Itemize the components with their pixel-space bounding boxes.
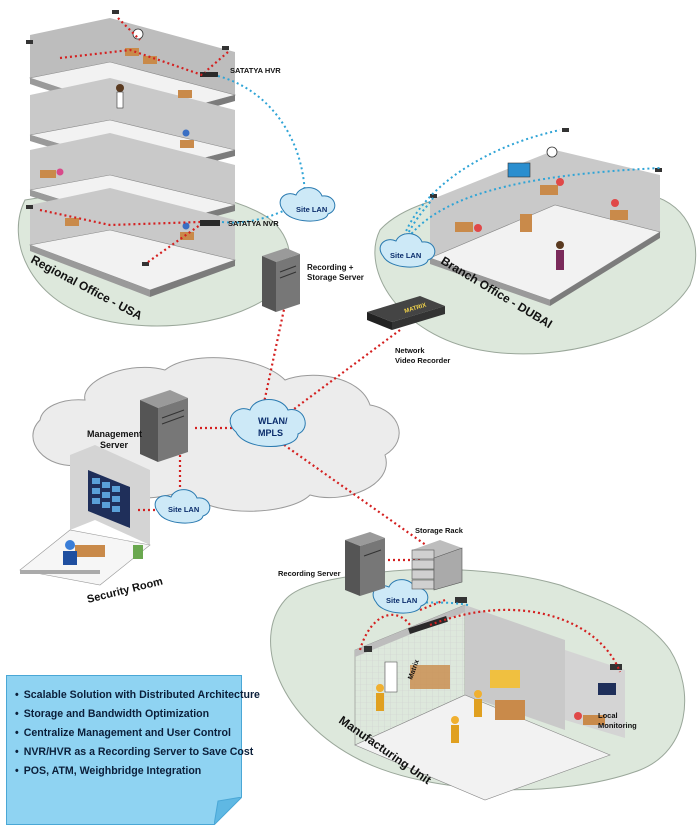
wlan-label: WLAN/: [258, 416, 288, 426]
recording-storage-server-label-line1: Recording +: [307, 263, 354, 272]
usa-cameras: [26, 10, 229, 266]
cloud-site-lan-security: [154, 489, 211, 524]
usa-building: [28, 18, 237, 297]
storage-rack-label: Storage Rack: [415, 526, 464, 535]
recording-server-icon: [345, 532, 385, 596]
feature-item: Scalable Solution with Distributed Archi…: [15, 686, 260, 705]
management-server-icon: [140, 390, 188, 462]
features-note: Scalable Solution with Distributed Archi…: [6, 675, 260, 825]
management-server-label-line1: Management: [87, 429, 142, 439]
management-server-label-line2: Server: [100, 440, 129, 450]
local-monitoring-label-line2: Monitoring: [598, 721, 637, 730]
site-lan-usa-label: Site LAN: [296, 205, 327, 214]
site-lan-dubai-label: Site LAN: [390, 251, 421, 260]
nvr-label-line1: Network: [395, 346, 425, 355]
site-lan-factory-label: Site LAN: [386, 596, 417, 605]
cloud-wlan-mpls: [229, 399, 306, 447]
satatya-hvr-label: SATATYA HVR: [230, 66, 281, 75]
cloud-site-lan-dubai: [379, 233, 436, 268]
cloud-site-lan-usa: [279, 187, 336, 222]
nvr-label-line2: Video Recorder: [395, 356, 450, 365]
recording-server-label: Recording Server: [278, 569, 341, 578]
dubai-office: [429, 146, 661, 306]
page-fold-icon: [214, 797, 242, 825]
feature-item: POS, ATM, Weighbridge Integration: [15, 762, 233, 781]
feature-item: Centralize Management and User Control: [15, 724, 233, 743]
network-video-recorder-icon: [367, 296, 445, 330]
feature-item: Storage and Bandwidth Optimization: [15, 705, 233, 724]
mpls-label: MPLS: [258, 428, 283, 438]
satatya-nvr-label: SATATYA NVR: [228, 219, 279, 228]
features-list: Scalable Solution with Distributed Archi…: [15, 686, 260, 781]
manufacturing-unit: [354, 597, 625, 801]
site-lan-security-label: Site LAN: [168, 505, 199, 514]
feature-item: NVR/HVR as a Recording Server to Save Co…: [15, 743, 254, 762]
security-room: [19, 445, 151, 586]
recording-storage-server-label-line2: Storage Server: [307, 273, 364, 282]
local-monitoring-label-line1: Local: [598, 711, 618, 720]
dubai-cameras: [430, 128, 662, 198]
recording-storage-server-icon: [262, 248, 300, 312]
storage-rack-icon: [411, 540, 463, 591]
